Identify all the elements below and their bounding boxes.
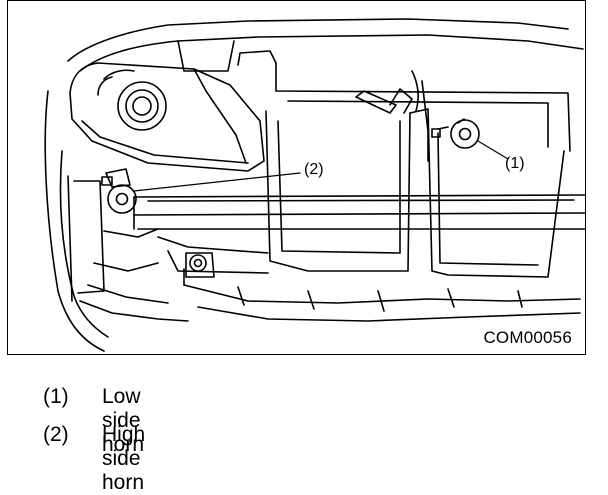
bumper-beam [133, 194, 585, 230]
figure-code: COM00056 [483, 328, 572, 347]
lower-undercover [183, 252, 581, 322]
diagram-frame: (1) (2) COM00056 [7, 0, 586, 355]
radiator-support [157, 108, 565, 278]
callout-1-leader [477, 140, 509, 160]
left-fender [44, 90, 189, 352]
legend-number: (1) [43, 385, 69, 408]
vehicle-front-diagram [44, 18, 585, 352]
high-side-horn [101, 168, 137, 214]
legend-number: (2) [43, 423, 69, 446]
callout-2-label: (2) [304, 161, 324, 178]
legend-text: Low side horn [102, 385, 145, 456]
low-side-horn [450, 118, 480, 149]
hood-latch-bracket [355, 70, 449, 162]
callout-2-leader [133, 172, 301, 192]
callout-1-label: (1) [505, 155, 525, 172]
upper-body-panel [67, 18, 584, 152]
headlamp-assembly [69, 62, 265, 172]
legend-text: High side horn [102, 423, 146, 494]
